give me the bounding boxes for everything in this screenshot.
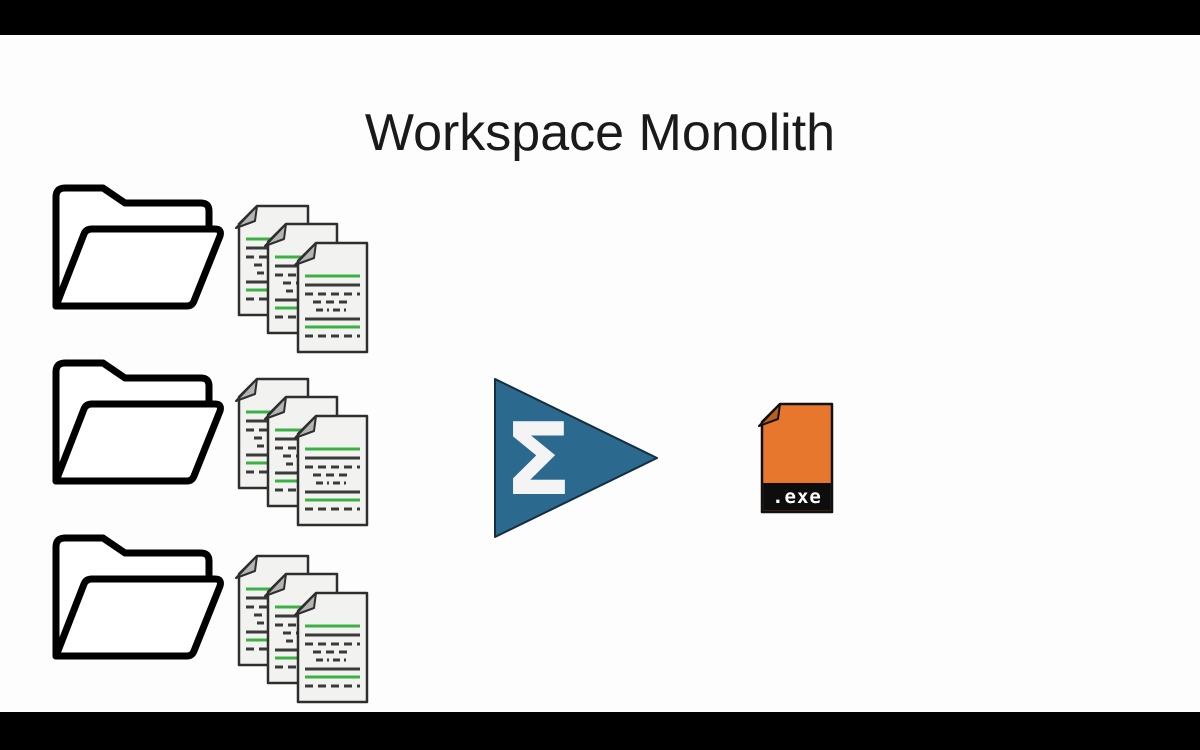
open-folder-icon xyxy=(46,181,230,313)
slide-title: Workspace Monolith xyxy=(364,104,836,162)
exe-label: .exe xyxy=(772,486,822,508)
open-folder-icon xyxy=(46,356,230,488)
sigma-aggregation-triangle-icon: Σ xyxy=(494,378,658,538)
code-document-stack-icon xyxy=(234,554,369,704)
letterbox-top xyxy=(0,0,1200,35)
code-document-stack-icon xyxy=(234,377,369,527)
letterbox-bottom xyxy=(0,712,1200,750)
code-document-stack-icon xyxy=(234,204,369,354)
open-folder-icon xyxy=(46,531,230,663)
executable-file-icon: .exe xyxy=(758,402,834,514)
exe-label-band xyxy=(763,483,831,511)
sigma-symbol: Σ xyxy=(504,401,572,518)
